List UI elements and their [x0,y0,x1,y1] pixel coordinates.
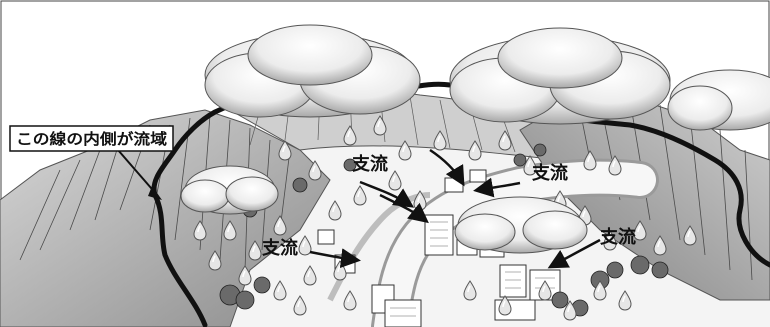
cloud-far-right [667,69,770,131]
cloud-center-low [454,196,588,254]
tributary-label-3: 支流 [261,237,298,259]
trees [219,143,669,317]
callout-text: この線の内側が流域 [16,130,167,148]
cloud-top-left [204,24,421,118]
cloud-left-small [180,165,279,215]
right-mountain-hatching [579,99,753,281]
main-river [374,161,656,327]
tributary-label-1: 支流 [351,153,388,175]
cloud-top-right [449,27,671,125]
tributary-label-4: 支流 [599,226,636,248]
tributary-label-2: 支流 [531,162,568,184]
callout-pointer-head [148,186,162,200]
callout-box [9,125,174,152]
flow-arrows [309,148,601,269]
